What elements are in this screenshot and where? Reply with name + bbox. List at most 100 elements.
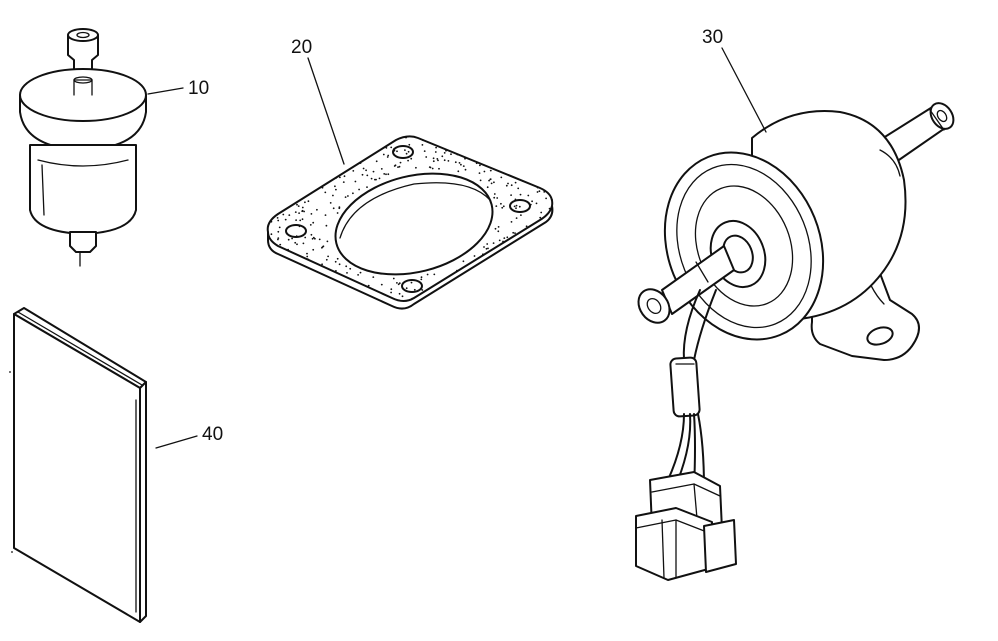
- gasket-stipple-dot: [327, 255, 329, 258]
- gasket-stipple-dot: [433, 273, 436, 276]
- gasket-stipple-dot: [425, 156, 428, 158]
- gasket-stipple-dot: [383, 173, 386, 175]
- gasket-stipple-dot: [312, 221, 315, 224]
- gasket-stipple-dot: [310, 213, 313, 215]
- gasket-stipple-dot: [493, 193, 496, 195]
- gasket-stipple-dot: [525, 225, 528, 228]
- gasket-stipple-dot: [287, 238, 290, 241]
- gasket-stipple-dot: [514, 232, 516, 235]
- gasket-stipple-dot: [393, 147, 396, 150]
- gasket-stipple-dot: [390, 146, 393, 149]
- gasket-stipple-dot: [326, 240, 329, 243]
- gasket-stipple-dot: [545, 197, 547, 200]
- gasket-stipple-dot: [299, 219, 302, 222]
- gasket-stipple-dot: [291, 237, 293, 240]
- gasket-stipple-dot: [536, 191, 539, 193]
- gasket-stipple-dot: [497, 226, 500, 228]
- gasket-stipple-dot: [410, 281, 413, 284]
- gasket-stipple-dot: [349, 267, 352, 270]
- gasket-stipple-dot: [310, 233, 313, 236]
- gasket-stipple-dot: [443, 152, 446, 154]
- gasket-stipple-dot: [515, 217, 518, 220]
- gasket-stipple-dot: [510, 221, 513, 223]
- gasket-stipple-dot: [438, 167, 440, 170]
- gasket-stipple-dot: [302, 234, 304, 237]
- gasket-stipple-dot: [456, 153, 459, 156]
- gasket-stipple-dot: [531, 200, 533, 203]
- gasket-stipple-dot: [335, 188, 337, 191]
- gasket-stipple-dot: [535, 202, 538, 205]
- gasket-stipple-dot: [479, 164, 481, 167]
- gasket-stipple-dot: [306, 252, 308, 255]
- gasket-stipple-dot: [413, 288, 416, 291]
- gasket-stipple-dot: [473, 255, 476, 257]
- gasket-stipple-dot: [462, 260, 465, 263]
- gasket-stipple-dot: [529, 203, 532, 206]
- gasket-stipple-dot: [332, 207, 335, 210]
- gasket-stipple-dot: [329, 202, 332, 204]
- gasket-stipple-dot: [517, 187, 520, 190]
- gasket-stipple-dot: [302, 242, 305, 245]
- gasket-stipple-dot: [426, 273, 429, 276]
- gasket-stipple-dot: [352, 192, 354, 195]
- gasket-stipple-dot: [338, 207, 341, 210]
- gasket-stipple-dot: [398, 292, 401, 295]
- gasket-stipple-dot: [421, 144, 424, 146]
- gasket-stipple-dot: [405, 287, 408, 290]
- gasket-stipple-dot: [510, 194, 512, 197]
- gasket-stipple-dot: [390, 291, 392, 294]
- gasket-stipple-dot: [288, 214, 291, 217]
- gasket-stipple-dot: [352, 170, 355, 172]
- gasket-stipple-dot: [450, 153, 452, 156]
- gasket-stipple-dot: [339, 176, 341, 179]
- gasket-stipple-dot: [372, 170, 375, 173]
- gasket-stipple-dot: [304, 236, 307, 239]
- gasket-stipple-dot: [493, 196, 496, 199]
- gasket-stipple-dot: [306, 258, 309, 260]
- gasket-stipple-dot: [370, 177, 373, 180]
- gasket-stipple-dot: [420, 276, 423, 279]
- gasket-stipple-dot: [396, 150, 398, 153]
- gasket-stipple-dot: [277, 238, 279, 241]
- gasket-stipple-dot: [359, 271, 362, 274]
- gasket-stipple-dot: [437, 159, 439, 162]
- gasket-stipple-dot: [297, 205, 300, 208]
- gasket-stipple-dot: [301, 218, 304, 221]
- callout-label-20: 20: [291, 37, 312, 58]
- gasket-stipple-dot: [284, 218, 287, 221]
- gasket-stipple-dot: [294, 241, 297, 244]
- gasket-stipple-dot: [407, 159, 409, 162]
- gasket-stipple-dot: [392, 277, 395, 280]
- gasket-stipple-dot: [393, 165, 396, 167]
- gasket-stipple-dot: [358, 188, 360, 191]
- gasket-stipple-dot: [366, 186, 368, 189]
- callout-leader-30: [721, 47, 767, 133]
- gasket-stipple-dot: [492, 242, 495, 245]
- gasket-stipple-dot: [311, 237, 314, 240]
- gasket-stipple-dot: [321, 186, 324, 189]
- gasket-stipple-dot: [301, 209, 304, 212]
- gasket-stipple-dot: [324, 214, 327, 217]
- gasket-stipple-dot: [372, 276, 375, 278]
- gasket-stipple-dot: [490, 182, 493, 185]
- gasket-stipple-dot: [312, 248, 315, 251]
- gasket-stipple-dot: [489, 169, 492, 172]
- gasket-stipple-dot: [282, 213, 285, 216]
- gasket-stipple-dot: [387, 173, 390, 176]
- gasket-stipple-dot: [298, 225, 301, 228]
- gasket-stipple-dot: [422, 139, 424, 142]
- gasket-stipple-dot: [445, 149, 447, 152]
- gasket-stipple-dot: [346, 272, 348, 274]
- gasket-stipple-dot: [301, 206, 304, 209]
- callout-leader-20: [307, 57, 345, 165]
- gasket-stipple-dot: [447, 160, 450, 162]
- gasket-stipple-dot: [393, 149, 396, 152]
- gasket-stipple-dot: [521, 180, 524, 182]
- gasket-stipple-dot: [502, 240, 504, 243]
- gasket-stipple-dot: [434, 151, 437, 153]
- gasket-stipple-dot: [421, 289, 424, 291]
- gasket-stipple-dot: [270, 233, 273, 236]
- gasket-stipple-dot: [398, 165, 401, 168]
- gasket-stipple-dot: [321, 263, 323, 266]
- gasket-stipple-dot: [507, 182, 509, 185]
